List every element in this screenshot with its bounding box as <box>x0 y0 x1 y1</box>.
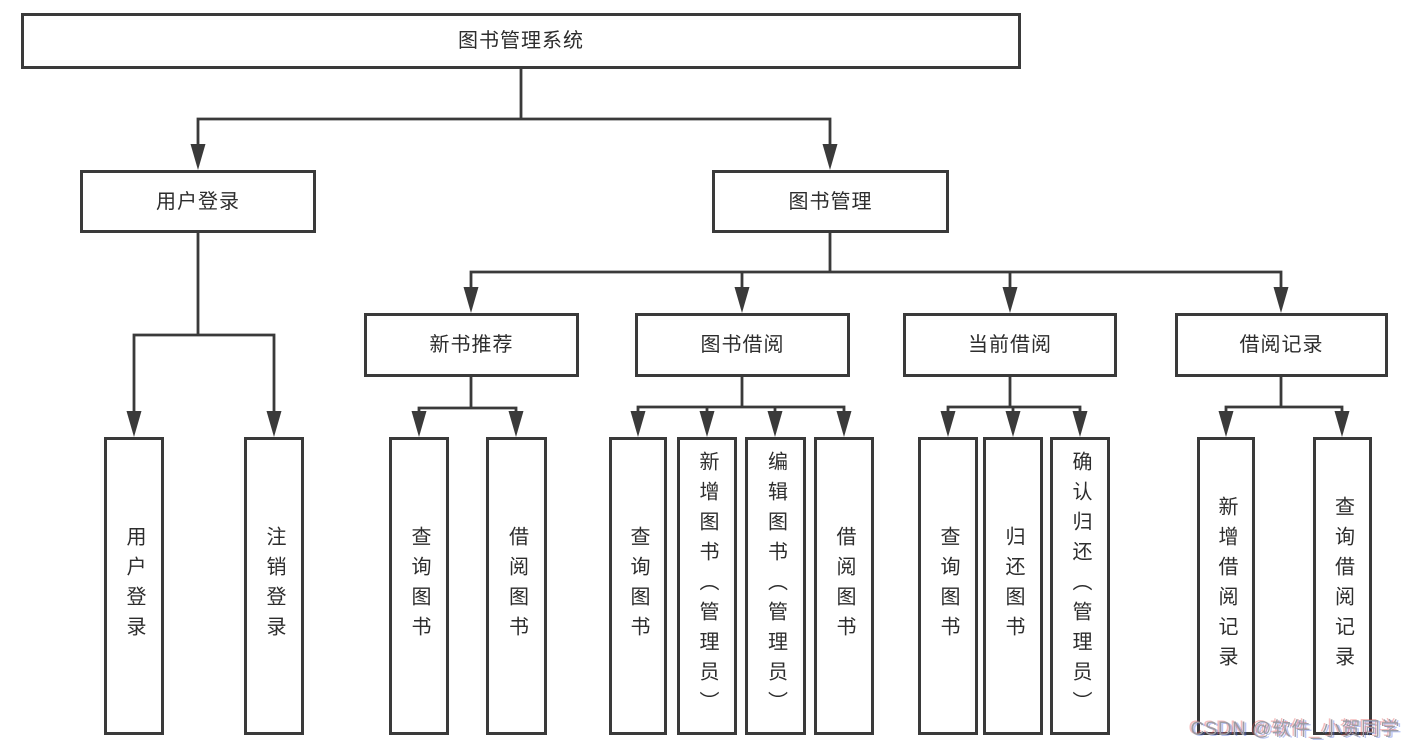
connector-new-book-recommend-split <box>411 377 524 437</box>
arrowhead-icon <box>1273 287 1289 313</box>
node-leaf-user-login: 用户登录 <box>104 437 164 735</box>
connector-borrowing-records-split <box>1218 377 1350 437</box>
node-label-leaf-query-book-borrow: 查询图书 <box>627 526 649 646</box>
arrowhead-icon <box>940 411 956 437</box>
node-label-leaf-confirm-return-admin: 确认归还（管理员） <box>1069 451 1091 721</box>
node-leaf-borrow-book: 借阅图书 <box>814 437 874 735</box>
connector-root-split <box>190 69 838 170</box>
arrowhead-icon <box>699 411 715 437</box>
node-leaf-query-book-recommend: 查询图书 <box>389 437 449 735</box>
node-borrowing-records: 借阅记录 <box>1175 313 1388 377</box>
node-label-book-management: 图书管理 <box>788 190 873 213</box>
arrowhead-icon <box>767 411 783 437</box>
node-leaf-return-book: 归还图书 <box>983 437 1043 735</box>
node-label-leaf-add-borrow-record: 新增借阅记录 <box>1215 496 1237 676</box>
arrowhead-icon <box>508 411 524 437</box>
node-label-system-root: 图书管理系统 <box>458 30 584 52</box>
connector-book-borrowing-split <box>630 377 852 437</box>
node-label-leaf-edit-book-admin: 编辑图书（管理员） <box>764 451 787 721</box>
connector-current-borrowing-split <box>940 377 1088 437</box>
node-book-management: 图书管理 <box>712 170 949 233</box>
arrowhead-icon <box>1334 411 1350 437</box>
node-new-book-recommend: 新书推荐 <box>364 313 579 377</box>
node-label-leaf-query-book-recommend: 查询图书 <box>408 526 430 646</box>
node-user-login: 用户登录 <box>80 170 316 233</box>
node-label-borrowing-records: 借阅记录 <box>1239 334 1324 356</box>
node-system-root: 图书管理系统 <box>21 13 1021 69</box>
node-label-leaf-borrow-book-recommend: 借阅图书 <box>505 526 528 646</box>
node-leaf-edit-book-admin: 编辑图书（管理员） <box>745 437 806 735</box>
arrowhead-icon <box>411 411 427 437</box>
arrowhead-icon <box>1005 411 1021 437</box>
node-leaf-query-borrow-record: 查询借阅记录 <box>1313 437 1372 735</box>
node-label-leaf-user-login: 用户登录 <box>123 526 145 646</box>
connector-user-login-split <box>126 233 282 437</box>
node-leaf-add-book-admin: 新增图书（管理员） <box>677 437 737 735</box>
node-current-borrowing: 当前借阅 <box>903 313 1117 377</box>
arrowhead-icon <box>463 287 479 313</box>
node-leaf-add-borrow-record: 新增借阅记录 <box>1197 437 1255 735</box>
node-label-new-book-recommend: 新书推荐 <box>429 334 514 356</box>
node-leaf-query-book-borrow: 查询图书 <box>609 437 667 735</box>
node-label-leaf-add-book-admin: 新增图书（管理员） <box>696 451 718 721</box>
node-leaf-borrow-book-recommend: 借阅图书 <box>486 437 547 735</box>
arrowhead-icon <box>126 411 142 437</box>
node-label-book-borrowing: 图书借阅 <box>700 334 785 356</box>
arrowhead-icon <box>190 144 206 170</box>
node-label-current-borrowing: 当前借阅 <box>968 334 1052 356</box>
node-leaf-confirm-return-admin: 确认归还（管理员） <box>1050 437 1110 735</box>
arrowhead-icon <box>822 144 838 170</box>
node-label-leaf-query-borrow-record: 查询借阅记录 <box>1331 496 1354 676</box>
arrowhead-icon <box>1218 411 1234 437</box>
connector-book-management-split <box>463 233 1289 313</box>
node-book-borrowing: 图书借阅 <box>635 313 850 377</box>
node-leaf-logout: 注销登录 <box>244 437 304 735</box>
csdn-watermark: CSDN @软件_小贺同学 <box>1190 719 1400 740</box>
node-label-user-login: 用户登录 <box>156 190 240 213</box>
node-label-leaf-return-book: 归还图书 <box>1002 526 1024 646</box>
node-label-leaf-logout: 注销登录 <box>263 526 285 646</box>
arrowhead-icon <box>1002 287 1018 313</box>
node-label-leaf-borrow-book: 借阅图书 <box>833 526 855 646</box>
node-leaf-query-book-current: 查询图书 <box>918 437 978 735</box>
arrowhead-icon <box>1072 411 1088 437</box>
arrowhead-icon <box>734 287 750 313</box>
arrowhead-icon <box>836 411 852 437</box>
arrowhead-icon <box>630 411 646 437</box>
node-label-leaf-query-book-current: 查询图书 <box>937 526 959 646</box>
arrowhead-icon <box>266 411 282 437</box>
